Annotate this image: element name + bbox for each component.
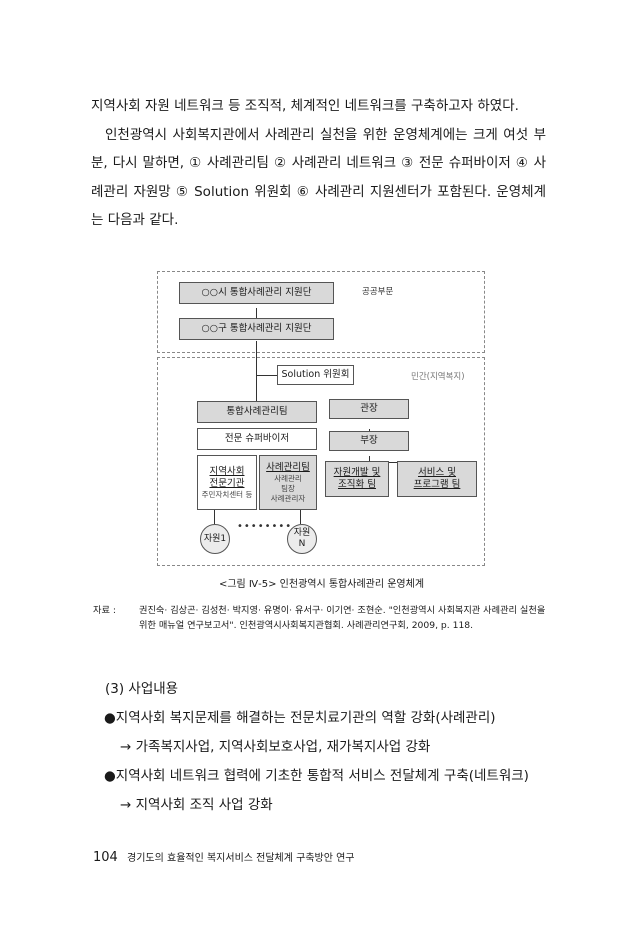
connector-line (256, 375, 277, 376)
local-agency-box: 지역사회 전문기관 주민자치센터 등 (197, 455, 257, 510)
integrated-case-team-box: 통합사례관리팀 (197, 401, 317, 423)
city-support-center-box: ○○시 통합사례관리 지원단 (179, 282, 334, 304)
solution-committee-box: Solution 위원회 (277, 365, 354, 385)
resource-team-box: 자원개발 및 조직화 팀 (325, 461, 389, 497)
connector-line (256, 341, 257, 403)
figure-caption: <그림 Ⅳ-5> 인천광역시 통합사례관리 운영체계 (218, 579, 425, 590)
page-footer: 104 경기도의 효율적인 복지서비스 전달체계 구축방안 연구 (93, 849, 355, 865)
connector-line (256, 308, 257, 322)
source-label: 자료 : (93, 605, 116, 616)
supervisor-box: 전문 슈퍼바이저 (197, 428, 317, 450)
case-management-team-box: 사례관리팀 사례관리 팀장 사례관리자 (259, 455, 317, 510)
private-sector-label: 민간(지역복지) (411, 372, 465, 382)
bullet-item-2: ●지역사회 네트워크 협력에 기초한 통합적 서비스 전달체계 구축(네트워크) (104, 768, 529, 784)
intro-line-1: 지역사회 자원 네트워크 등 조직적, 체계적인 네트워크를 구축하고자 하였다… (91, 98, 519, 114)
connector-line (214, 510, 215, 524)
ellipsis-dots: •••••••• (237, 521, 293, 532)
arrow-item-1: → 가족복지사업, 지역사회보호사업, 재가복지사업 강화 (120, 739, 431, 755)
private-sector-area (157, 357, 485, 566)
public-sector-area (157, 271, 485, 353)
connector-line (300, 510, 301, 524)
bullet-item-1: ●지역사회 복지문제를 해결하는 전문치료기관의 역할 강화(사례관리) (104, 710, 496, 726)
deputy-box: 부장 (329, 431, 409, 451)
resource-n-circle: 자원 N (287, 524, 317, 554)
public-sector-label: 공공부문 (362, 287, 394, 297)
program-team-box: 서비스 및 프로그램 팀 (397, 461, 477, 497)
connector-line (339, 462, 449, 463)
footer-title: 경기도의 효율적인 복지서비스 전달체계 구축방안 연구 (127, 853, 355, 864)
source-text: 권진숙· 김상곤· 김성천· 박지영· 유명이· 유서구· 이기연· 조현순. … (139, 605, 546, 631)
intro-body: 인천광역시 사회복지관에서 사례관리 실천을 위한 운영체계에는 크게 여섯 부… (91, 126, 546, 229)
resource-1-circle: 자원1 (200, 524, 230, 554)
gu-support-center-box: ○○구 통합사례관리 지원단 (179, 318, 334, 340)
org-diagram: 공공부문 민간(지역복지) ○○시 통합사례관리 지원단 ○○구 통합사례관리 … (157, 271, 485, 566)
arrow-item-2: → 지역사회 조직 사업 강화 (120, 797, 273, 813)
director-box: 관장 (329, 399, 409, 419)
section-title: (3) 사업내용 (105, 681, 179, 697)
intro-paragraph: 지역사회 자원 네트워크 등 조직적, 체계적인 네트워크를 구축하고자 하였다… (91, 92, 546, 235)
page-number: 104 (93, 850, 118, 865)
connector-line (369, 456, 370, 462)
figure-source: 자료 : 권진숙· 김상곤· 김성천· 박지영· 유명이· 유서구· 이기연· … (93, 604, 546, 633)
